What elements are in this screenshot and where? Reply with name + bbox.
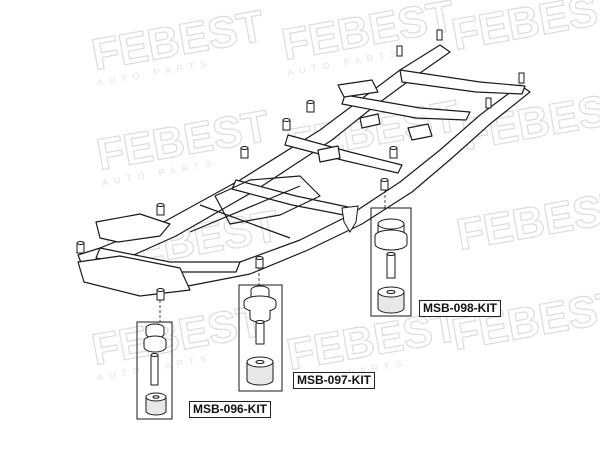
center-bracket (317, 145, 341, 163)
lower-bushing-body (246, 362, 274, 386)
sleeve (150, 354, 159, 386)
leader-lines (159, 190, 386, 322)
rear-skid-plate (77, 255, 191, 297)
chassis-frame (77, 44, 531, 297)
mount-post (389, 146, 398, 159)
mount-post (156, 288, 165, 301)
svg-text:FEBEST: FEBEST (448, 281, 600, 359)
front-plate-left (337, 79, 379, 98)
lower-bushing-body (377, 292, 405, 314)
svg-text:FEBEST: FEBEST (448, 0, 600, 60)
watermark: FEBEST AUTO PARTS (88, 296, 269, 383)
watermark-layer: FEBEST AUTO PARTS FEBEST AUTO PARTS FEBE… (88, 0, 600, 388)
sleeve (255, 321, 265, 345)
mount-post (255, 256, 264, 269)
svg-text:FEBEST: FEBEST (453, 181, 600, 259)
kit-frame (370, 207, 412, 317)
mount-post (380, 178, 389, 191)
part-label-msb-096-kit[interactable]: MSB-096-KIT (189, 401, 272, 418)
front-crossmember-2 (341, 94, 471, 121)
mount-post (306, 100, 315, 113)
mount-post (156, 203, 165, 216)
sleeve (386, 253, 396, 279)
right-frame-rail (179, 84, 531, 287)
mount-post (518, 72, 525, 84)
mount-post (282, 118, 291, 131)
upper-bushing-base (374, 236, 408, 251)
crossmember-mid-1 (284, 134, 403, 174)
watermark: FEBEST AUTO PARTS (278, 0, 459, 78)
watermark: FEBEST AUTO PARTS (93, 101, 274, 188)
center-x-brace (189, 175, 321, 239)
mount-post (485, 97, 492, 109)
upper-bushing-base (143, 341, 167, 353)
front-crossmember (399, 69, 526, 95)
rear-tow-section (95, 213, 171, 243)
kit-msb-096 (136, 321, 173, 420)
part-label-msb-097-kit[interactable]: MSB-097-KIT (293, 372, 376, 389)
mount-post (76, 241, 85, 254)
mount-post (240, 146, 249, 159)
lower-bushing-body (145, 397, 167, 416)
watermark: FEBEST (448, 281, 600, 361)
front-plate-right (407, 123, 433, 141)
left-frame-rail (77, 44, 451, 271)
kit-msb-098 (370, 207, 412, 317)
watermark: FEBEST (448, 0, 600, 60)
watermark: FEBEST AUTO PARTS (88, 1, 269, 88)
center-bracket-2 (359, 113, 381, 129)
watermark: FEBEST (453, 181, 600, 261)
mount-post (396, 45, 403, 57)
kit-frame (136, 321, 173, 420)
kit-msb-097 (238, 284, 283, 392)
mount-bracket (341, 205, 359, 233)
part-label-msb-098-kit[interactable]: MSB-098-KIT (419, 300, 502, 317)
frame-mount-points (76, 29, 525, 301)
rear-crossmember (95, 247, 241, 273)
kit-frame (238, 284, 283, 392)
mount-post (436, 29, 443, 41)
